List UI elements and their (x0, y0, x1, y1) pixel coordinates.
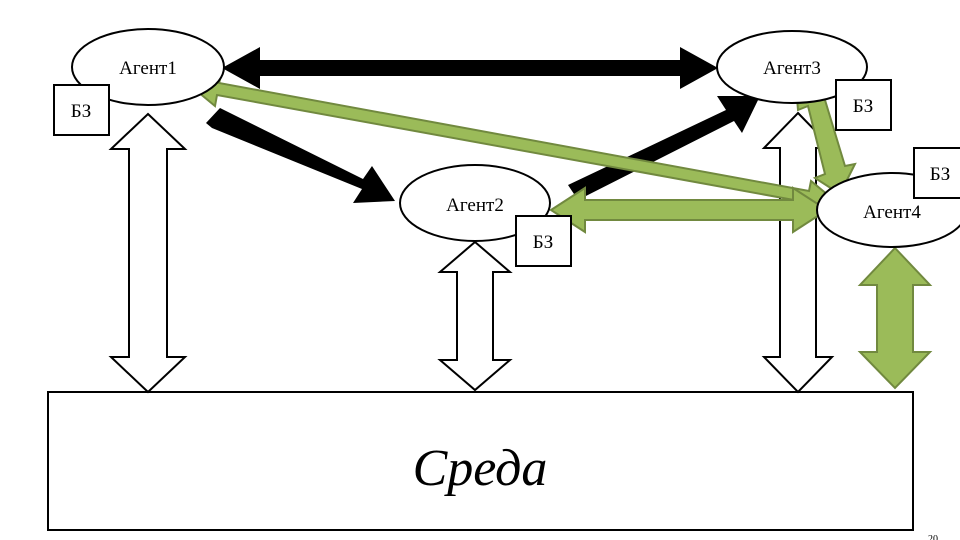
agent1-kb-box (53, 84, 110, 136)
agent2-kb-box (515, 215, 572, 267)
arrow-agent2-environment (437, 240, 513, 392)
agent2-label: Агент2 (446, 195, 504, 216)
agent3-kb-box (835, 79, 892, 131)
agent3-kb-label: БЗ (853, 96, 873, 117)
environment-box (47, 391, 914, 531)
environment-label: Среда (413, 440, 548, 497)
agent4-kb-box (913, 147, 960, 199)
arrow-agent2-agent3 (568, 96, 760, 200)
agent4-label: Агент4 (863, 202, 921, 223)
agent1-label: Агент1 (119, 58, 177, 79)
arrow-agent4-environment (857, 246, 933, 390)
arrow-agent1-environment (108, 112, 188, 394)
arrow-agent1-agent3 (222, 47, 718, 89)
agent3-node (716, 30, 868, 104)
agent1-kb-label: БЗ (71, 101, 91, 122)
agent4-kb-label: БЗ (930, 164, 950, 185)
arrow-agent1-agent2 (206, 108, 395, 203)
agent2-node (399, 164, 551, 242)
slide-number: 20 (928, 534, 938, 540)
agent2-kb-label: БЗ (533, 232, 553, 253)
agent3-label: Агент3 (763, 58, 821, 79)
